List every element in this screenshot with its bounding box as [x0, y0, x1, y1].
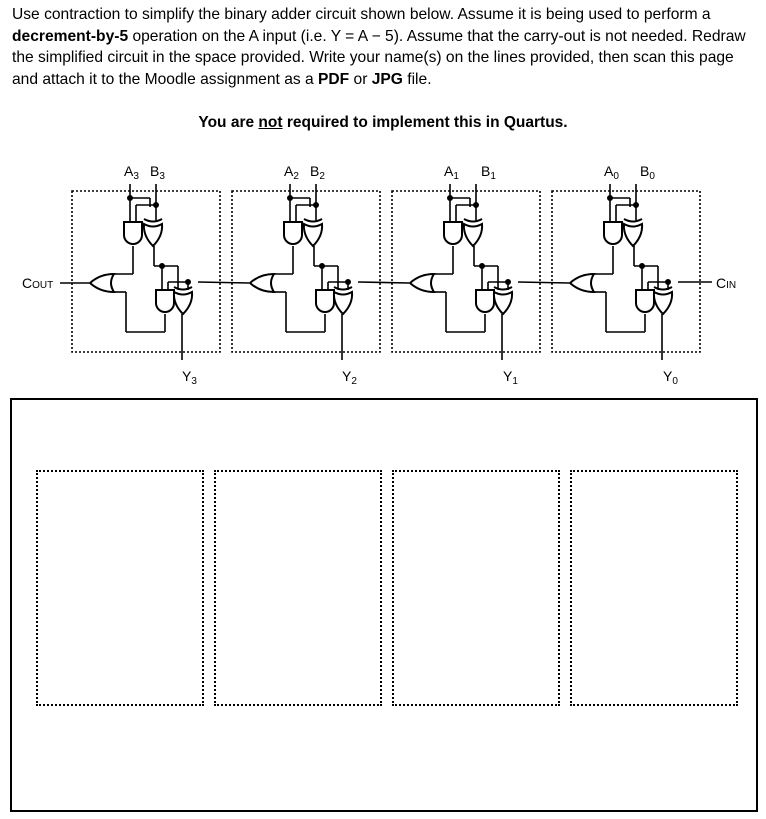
cout-label: COUT: [22, 275, 53, 291]
stage-2-y-label: Y2: [342, 368, 357, 387]
stage-2-b-label: B2: [310, 163, 325, 182]
stage-1-y-label: Y1: [503, 368, 518, 387]
adder-circuit-diagram: A3 B3 Y3 A2 B2 Y2 A1 B1 Y1 A0 B0 Y0 COUT…: [22, 163, 736, 387]
stage-3-b-label: B3: [150, 163, 165, 182]
carry-chain-wires: [60, 281, 712, 284]
instructions-text: Use contraction to simplify the binary a…: [12, 6, 746, 88]
answer-slot-stage-0: [570, 470, 738, 706]
cin-label: CIN: [716, 275, 736, 291]
answer-slot-stage-3: [36, 470, 204, 706]
stage-3-a-label: A3: [124, 163, 139, 182]
full-adder-stage-1: A1 B1 Y1: [391, 163, 541, 387]
answer-slot-stage-2: [214, 470, 382, 706]
stage-0-a-label: A0: [604, 163, 619, 182]
stage-3-y-label: Y3: [182, 368, 197, 387]
stage-0-y-label: Y0: [663, 368, 678, 387]
stage-0-b-label: B0: [640, 163, 655, 182]
full-adder-stage-2: A2 B2 Y2: [231, 163, 381, 387]
stage-1-b-label: B1: [481, 163, 496, 182]
quartus-note: You are not required to implement this i…: [198, 114, 568, 131]
stage-1-a-label: A1: [444, 163, 459, 182]
answer-slot-stage-1: [392, 470, 560, 706]
answer-space-box: [10, 398, 758, 812]
stage-2-a-label: A2: [284, 163, 299, 182]
full-adder-stage-3: A3 B3 Y3: [71, 163, 221, 387]
full-adder-stage-0: A0 B0 Y0: [551, 163, 701, 387]
